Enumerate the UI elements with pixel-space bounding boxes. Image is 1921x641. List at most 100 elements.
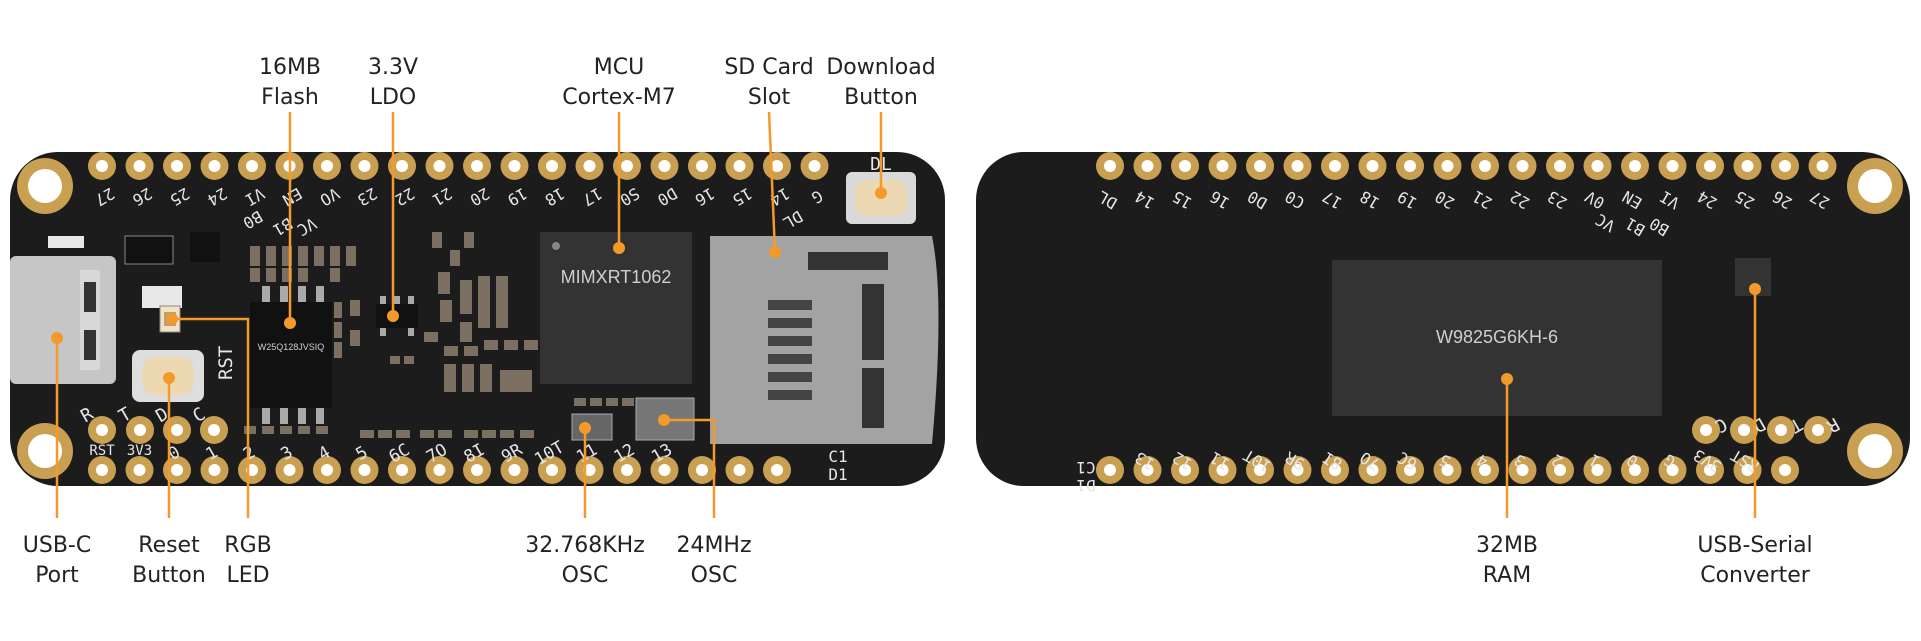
mounting-hole (17, 423, 73, 479)
pin-label: D1 (1076, 476, 1095, 495)
header-pin (650, 456, 679, 484)
callout-label: Port (35, 563, 79, 588)
header-pin (1283, 456, 1312, 484)
mounting-hole (1847, 423, 1903, 479)
header-pin (1246, 152, 1274, 180)
leader-line (664, 418, 716, 518)
header-pin (1096, 152, 1124, 180)
callout-label: 16MB (259, 55, 321, 80)
header-pin (688, 152, 716, 180)
callout-label: 32.768KHz (525, 533, 645, 558)
header-pin (1133, 456, 1162, 484)
header-pin (1396, 152, 1424, 180)
header-pin (1208, 456, 1237, 484)
header-pin (763, 456, 791, 484)
header-pin (1583, 152, 1612, 180)
leader-dot (769, 246, 781, 258)
header-pin (1546, 152, 1574, 180)
header-pin (463, 456, 491, 484)
leader-dot (387, 310, 399, 322)
callout-label: USB-C (23, 533, 91, 558)
header-pin (1321, 152, 1349, 180)
header-pin (1546, 456, 1574, 484)
header-pin (388, 152, 416, 180)
header-pin (538, 152, 566, 180)
callout-label: Converter (1700, 563, 1811, 588)
leader-dot (163, 372, 175, 384)
header-pin (463, 152, 491, 180)
header-pin (1321, 456, 1349, 484)
header-pin (1208, 152, 1237, 180)
component (142, 286, 182, 308)
header-pin (1096, 456, 1124, 484)
mcu-chip: MIMXRT1062 (540, 232, 692, 384)
header-pin (725, 456, 754, 484)
side-pin (1767, 416, 1795, 444)
callout-ldo: 3.3V LDO (368, 55, 418, 322)
callout-label: LED (226, 563, 269, 588)
callout-label: LDO (370, 85, 417, 110)
pin-label: C1 (828, 447, 847, 466)
side-pin (200, 416, 228, 444)
side-pin (1692, 416, 1720, 444)
header-pin (425, 456, 454, 484)
callout-label: OSC (691, 563, 738, 588)
header-pin (1621, 152, 1649, 180)
diode-component (124, 235, 174, 265)
header-pin (1696, 456, 1724, 484)
header-pin (500, 152, 529, 180)
header-pin (725, 152, 754, 180)
header-pin (1621, 456, 1649, 484)
reset-silkscreen-label: RST (215, 346, 237, 380)
header-pin (125, 152, 154, 180)
header-pin (238, 152, 266, 180)
side-pin (1730, 416, 1758, 444)
callout-flash: 16MB Flash (259, 55, 321, 329)
callout-label: Flash (261, 85, 319, 110)
flash-chip-marking: W25Q128JVSIQ (258, 342, 325, 352)
header-pin (1358, 152, 1387, 180)
leader-dot (579, 422, 591, 434)
passive-components (244, 232, 634, 438)
header-pin (350, 456, 379, 484)
header-pin (1733, 152, 1762, 180)
header-pin (313, 456, 341, 484)
header-pin (763, 152, 791, 180)
callout-label: RAM (1483, 563, 1531, 588)
header-pin (1396, 456, 1424, 484)
header-pin (1358, 456, 1387, 484)
callout-rgb: RGB LED (166, 313, 272, 588)
header-pin (500, 456, 529, 484)
leader-dot (166, 313, 178, 325)
pin-label: 3V3 (127, 443, 152, 459)
callout-label: Reset (138, 533, 200, 558)
side-pin (1804, 416, 1832, 444)
callout-label: 3.3V (368, 55, 418, 80)
leader-dot (284, 317, 296, 329)
header-pin (800, 152, 829, 180)
header-pin (200, 456, 229, 484)
callout-label: MCU (594, 55, 644, 80)
usb-c-port (10, 256, 116, 384)
callout-label: RGB (224, 533, 271, 558)
ram-chip-marking: W9825G6KH-6 (1436, 327, 1558, 347)
callout-label: Slot (748, 85, 791, 110)
header-pin (613, 456, 641, 484)
header-pin (1808, 152, 1837, 180)
header-pin (425, 152, 454, 180)
header-pin (388, 456, 416, 484)
leader-line (172, 317, 250, 518)
header-pin (1133, 152, 1162, 180)
leader-dot (1749, 283, 1761, 295)
callout-usbc: USB-C Port (23, 332, 91, 588)
header-pin (88, 456, 116, 484)
pin-label: RST (89, 443, 115, 459)
callout-label: Download (826, 55, 935, 80)
header-pin (1171, 152, 1199, 180)
